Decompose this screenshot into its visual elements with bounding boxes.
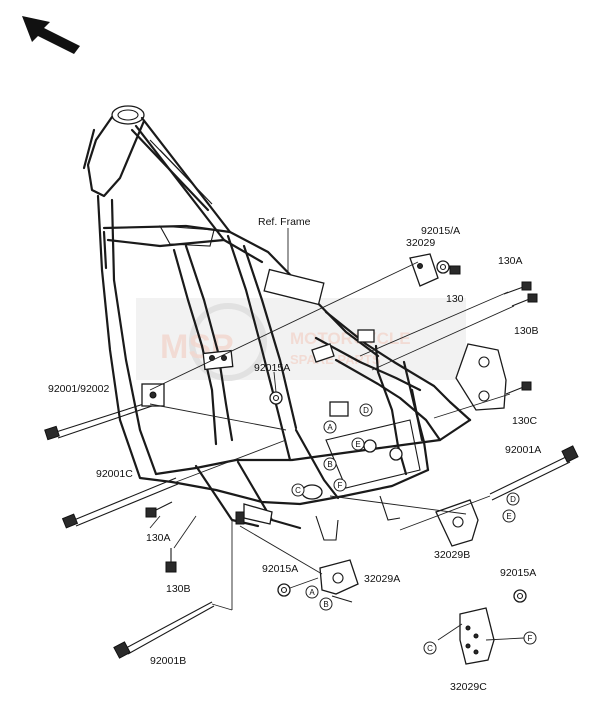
label-92015A-mid: 92015A	[254, 362, 290, 374]
label-130B-right: 130B	[514, 325, 539, 337]
label-32029C: 32029C	[450, 681, 487, 693]
svg-text:C: C	[427, 644, 433, 653]
part-130A-bolt-right	[503, 281, 532, 295]
svg-text:F: F	[528, 634, 533, 643]
label-32029B: 32029B	[434, 549, 470, 561]
front-direction-arrow-icon	[22, 16, 80, 54]
label-92015A-top: 92015/A	[421, 225, 460, 237]
part-32029B-bracket	[435, 499, 479, 547]
letter-C-frame: C	[291, 483, 305, 497]
leader-lines	[149, 228, 525, 641]
part-92015A-nut-right	[513, 589, 527, 603]
letter-D-frame: D	[359, 403, 373, 417]
svg-text:A: A	[309, 588, 315, 597]
part-92001-92002-bolt	[44, 383, 165, 441]
letter-D-bracket: D	[506, 492, 520, 506]
part-32029-bracket	[409, 253, 439, 287]
reference-letters: A B C D E F D E A B C F	[291, 403, 537, 655]
svg-text:D: D	[510, 495, 516, 504]
label-130C: 130C	[512, 415, 538, 427]
part-130-bolt	[449, 265, 461, 275]
motorcycle-frame	[82, 105, 507, 541]
part-32029C-bracket	[459, 607, 495, 665]
label-92001B: 92001B	[150, 655, 186, 667]
watermark-line1: MOTORCYCLE	[290, 329, 411, 348]
label-92015A-right: 92015A	[500, 567, 536, 579]
letter-C-bracket: C	[423, 641, 437, 655]
letter-F-bracket: F	[523, 631, 537, 645]
letter-F-frame: F	[333, 478, 347, 492]
label-32029-top: 32029	[406, 237, 435, 249]
part-130B-bolt-right	[511, 293, 538, 307]
label-32029A: 32029A	[364, 573, 400, 585]
label-92001A: 92001A	[505, 444, 541, 456]
label-130A-right: 130A	[498, 255, 523, 267]
part-92001A-bolt	[489, 445, 579, 501]
letter-B-bracket: B	[319, 597, 333, 611]
svg-text:A: A	[327, 423, 333, 432]
svg-text:D: D	[363, 406, 369, 415]
label-92001C: 92001C	[96, 468, 133, 480]
label-130B-left: 130B	[166, 583, 191, 595]
letter-A-bracket: A	[305, 585, 319, 599]
part-92015A-nut-low	[277, 583, 291, 597]
letter-B-frame: B	[323, 457, 337, 471]
svg-text:B: B	[323, 600, 328, 609]
label-130: 130	[446, 293, 464, 305]
part-92015A-nut-mid	[269, 391, 283, 405]
letter-E-bracket: E	[502, 509, 516, 523]
svg-text:E: E	[506, 512, 511, 521]
label-92001-92002: 92001/92002	[48, 383, 109, 395]
letter-A-frame: A	[323, 420, 337, 434]
part-130B-bolt-left	[165, 548, 177, 573]
part-92001C-bolt	[61, 477, 179, 529]
label-130A-left: 130A	[146, 532, 171, 544]
part-130C-bolt	[505, 381, 532, 395]
svg-text:E: E	[355, 440, 360, 449]
part-32029A-bracket	[319, 559, 359, 603]
part-labels: Ref. Frame 92015/A 32029 130 130A 130B 1…	[48, 216, 541, 693]
label-92015A-low: 92015A	[262, 563, 298, 575]
part-92001B-bolt	[113, 601, 215, 659]
letter-E-frame: E	[351, 437, 365, 451]
label-ref-frame: Ref. Frame	[258, 216, 311, 228]
part-92015A-nut-top	[436, 260, 450, 274]
part-130A-bolt-left	[145, 501, 173, 518]
svg-text:B: B	[327, 460, 332, 469]
svg-text:C: C	[295, 486, 301, 495]
svg-text:F: F	[338, 481, 343, 490]
watermark: MSP MOTORCYCLE SPARE PARTS	[136, 298, 466, 381]
